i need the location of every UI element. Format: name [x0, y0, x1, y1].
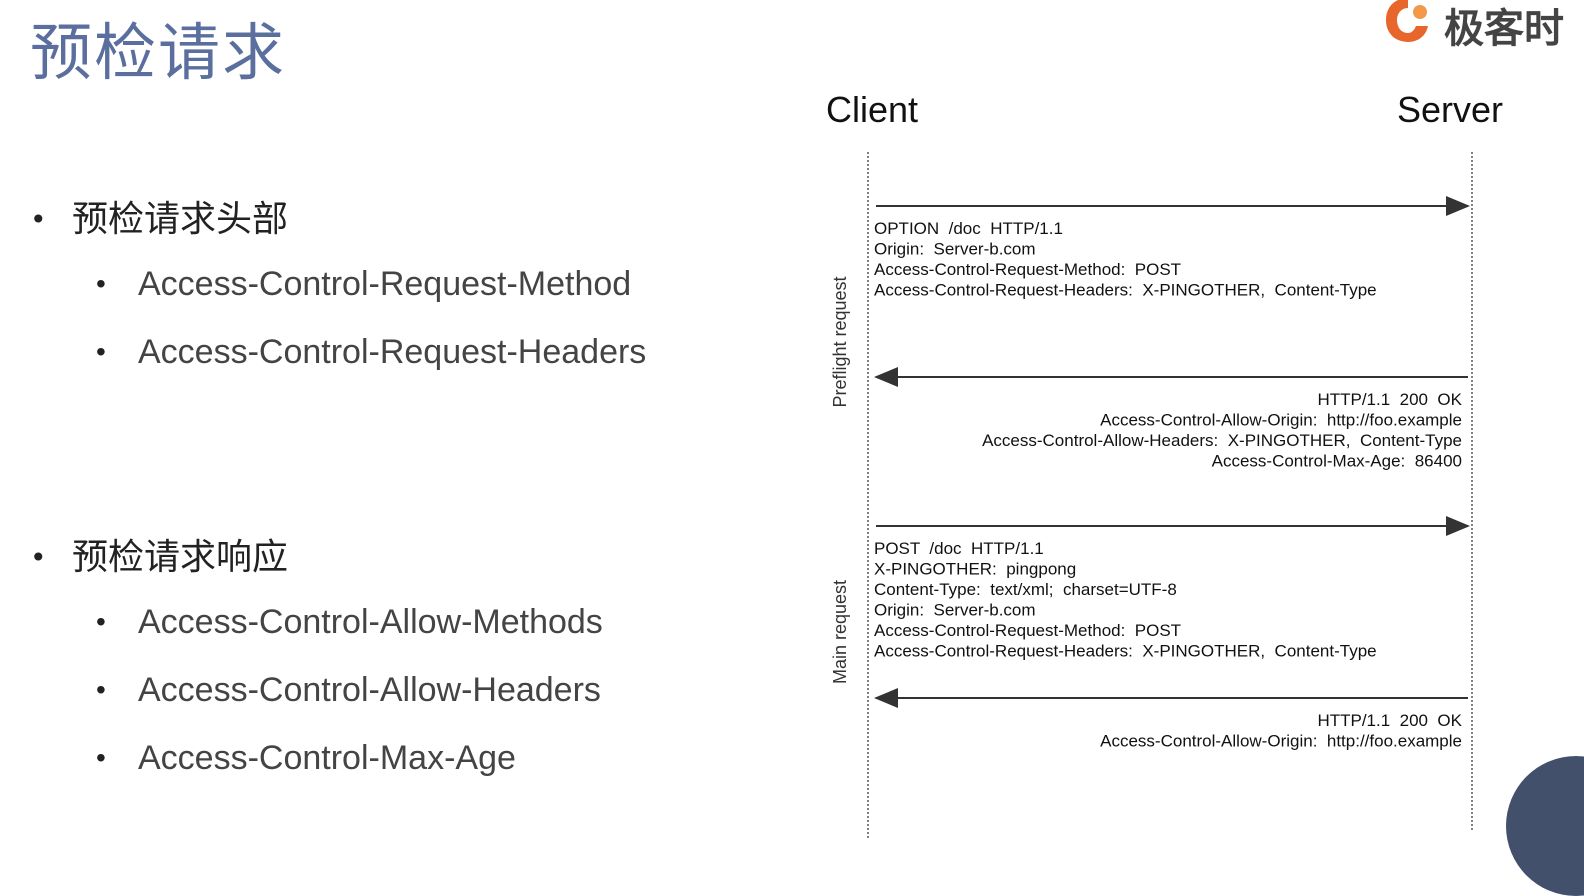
message-line: Origin: Server-b.com [874, 240, 1036, 259]
bullet-dot-icon: • [96, 742, 106, 773]
message-line: Origin: Server-b.com [874, 601, 1036, 620]
slide-title: 预检请求 [30, 16, 287, 89]
logo-text: 极客时 [1444, 6, 1564, 52]
message-line: Access-Control-Request-Headers: X-PINGOT… [874, 642, 1377, 661]
group-heading-text: 预检请求响应 [72, 537, 289, 578]
list-item-text: Access-Control-Max-Age [138, 739, 516, 777]
list-item-text: Access-Control-Request-Method [138, 265, 632, 303]
bullet-dot-icon: • [30, 541, 47, 574]
bullet-dot-icon: • [96, 606, 106, 637]
list-item-text: Access-Control-Allow-Headers [138, 671, 601, 709]
bullet-dot-icon: • [96, 336, 106, 367]
message-line: POST /doc HTTP/1.1 [874, 539, 1044, 558]
list-item: • Access-Control-Allow-Methods [28, 588, 748, 656]
message-line: Access-Control-Request-Method: POST [874, 621, 1181, 640]
main-section-label: Main request [830, 580, 850, 684]
message-line: HTTP/1.1 200 OK [1317, 711, 1462, 730]
message-line: Content-Type: text/xml; charset=UTF-8 [874, 580, 1177, 599]
bullet-dot-icon: • [96, 268, 106, 299]
message-line: Access-Control-Allow-Origin: http://foo.… [1100, 411, 1462, 430]
list-item: • Access-Control-Allow-Headers [28, 656, 748, 724]
message-line: Access-Control-Allow-Origin: http://foo.… [1100, 732, 1462, 751]
bullet-dot-icon: • [30, 203, 47, 236]
message-line: Access-Control-Allow-Headers: X-PINGOTHE… [982, 431, 1462, 450]
message-line: Access-Control-Request-Method: POST [874, 260, 1181, 279]
group-heading-text: 预检请求头部 [72, 199, 289, 240]
request-headers-group: • 预检请求头部 • Access-Control-Request-Method… [28, 190, 748, 386]
message-line: X-PINGOTHER: pingpong [874, 560, 1076, 579]
list-item: • Access-Control-Request-Method [28, 250, 748, 318]
group-heading: • 预检请求头部 [28, 190, 748, 250]
message-line: Access-Control-Max-Age: 86400 [1212, 452, 1462, 471]
message-line: Access-Control-Request-Headers: X-PINGOT… [874, 281, 1377, 300]
message-line: HTTP/1.1 200 OK [1317, 390, 1462, 409]
message-line: OPTION /doc HTTP/1.1 [874, 219, 1063, 238]
list-item: • Access-Control-Request-Headers [28, 318, 748, 386]
logo-mark-icon [1386, 0, 1428, 42]
brand-logo: 极客时 [1378, 0, 1584, 54]
client-label: Client [826, 89, 918, 130]
bullet-dot-icon: • [96, 674, 106, 705]
group-heading: • 预检请求响应 [28, 528, 748, 588]
list-item-text: Access-Control-Allow-Methods [138, 603, 603, 641]
preflight-section-label: Preflight request [830, 276, 850, 407]
response-headers-group: • 预检请求响应 • Access-Control-Allow-Methods … [28, 528, 748, 792]
list-item-text: Access-Control-Request-Headers [138, 333, 647, 371]
server-label: Server [1397, 89, 1503, 130]
list-item: • Access-Control-Max-Age [28, 724, 748, 792]
sequence-diagram: Client Server Preflight request Main req… [826, 89, 1503, 838]
